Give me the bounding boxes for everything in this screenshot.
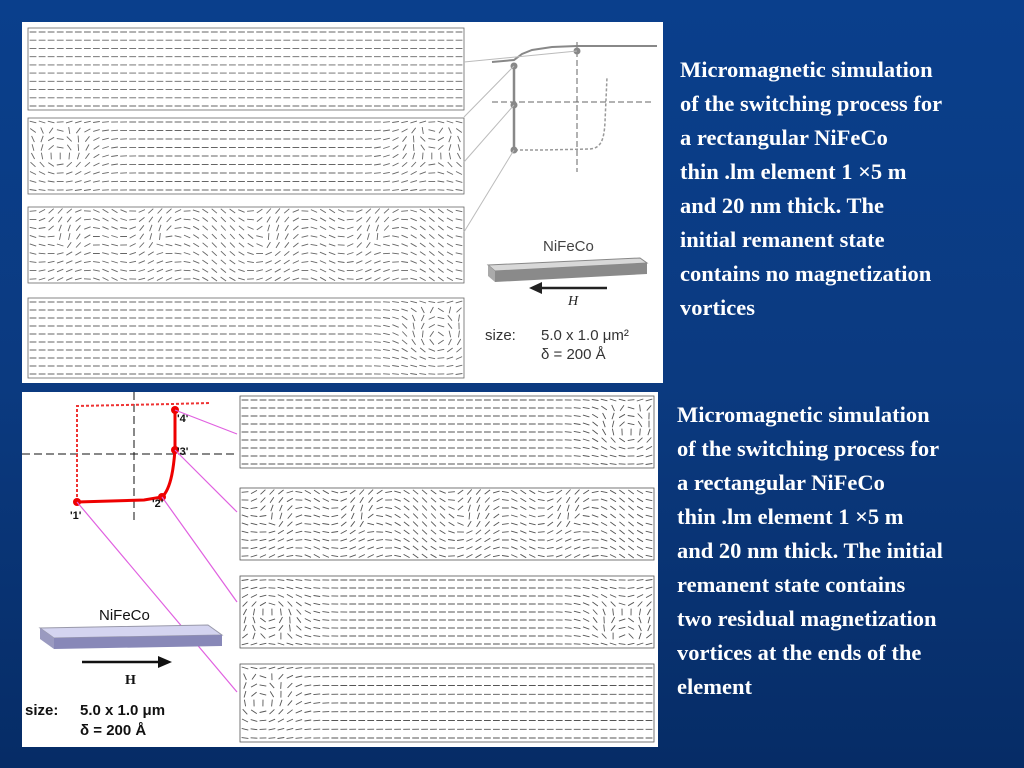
element-outline: [239, 395, 655, 469]
caption-line: two residual magnetization: [677, 606, 937, 631]
point-label-1: '1': [70, 510, 82, 522]
magnetization-vectors: [29, 31, 463, 107]
size-label-top: size:: [485, 327, 516, 344]
element-outline: [27, 206, 465, 284]
element-outline: [27, 117, 465, 195]
caption-line: vortices at the ends of the: [677, 640, 922, 665]
top-figure-canvas: NiFeCo H size: 5.0 x 1.0 μm² δ = 200 Å: [27, 27, 657, 379]
thickness-value-top: δ = 200 Å: [541, 346, 606, 363]
caption-line: of the switching process for: [680, 91, 943, 116]
hysteresis-loop-bottom: [22, 392, 237, 520]
magnetization-vectors: [29, 300, 463, 375]
point-label-2: '2': [152, 498, 164, 510]
caption-line: Micromagnetic simulation: [677, 402, 930, 427]
bottom-figure: '1' '2' '3' '4' NiFeCo H size: 5.0 x 1.0…: [22, 392, 658, 747]
caption-bottom: Micromagnetic simulation of the switchin…: [677, 398, 1022, 704]
bottom-figure-canvas: '1' '2' '3' '4' NiFeCo H size: 5.0 x 1.0…: [22, 392, 655, 743]
caption-line: initial remanent state: [680, 227, 885, 252]
caption-line: thin .lm element 1 ×5 m: [680, 159, 907, 184]
field-arrow-top: [529, 282, 607, 294]
magnetization-vectors: [241, 489, 653, 559]
magnetization-states-bottom: [239, 395, 655, 743]
magnetization-states-top: [27, 27, 465, 379]
caption-line: thin .lm element 1 ×5 m: [677, 504, 904, 529]
caption-line: a rectangular NiFeCo: [677, 470, 885, 495]
thickness-value-bottom: δ = 200 Å: [80, 722, 146, 739]
material-label-bottom: NiFeCo: [99, 607, 150, 624]
element-outline: [239, 575, 655, 649]
nifeco-slab-bottom: [38, 624, 224, 649]
caption-line: a rectangular NiFeCo: [680, 125, 888, 150]
caption-line: remanent state contains: [677, 572, 906, 597]
connector-lines-top: [463, 50, 578, 233]
caption-line: Micromagnetic simulation: [680, 57, 933, 82]
size-value-bottom: 5.0 x 1.0 μm: [80, 702, 165, 719]
caption-line: vortices: [680, 295, 755, 320]
hysteresis-loop-top: [491, 42, 657, 172]
size-value-top: 5.0 x 1.0 μm²: [541, 327, 629, 344]
caption-line: of the switching process for: [677, 436, 940, 461]
field-arrow-bottom: [82, 656, 172, 668]
field-label-bottom: H: [125, 673, 136, 688]
element-outline: [239, 663, 655, 743]
size-label-bottom: size:: [25, 702, 58, 719]
magnetization-vectors: [29, 208, 463, 282]
connector-lines-bottom: [76, 409, 238, 693]
point-label-4: '4': [177, 413, 189, 425]
material-label-top: NiFeCo: [543, 238, 594, 255]
caption-line: element: [677, 674, 752, 699]
magnetization-vectors: [29, 120, 463, 191]
caption-line: and 20 nm thick. The initial: [677, 538, 943, 563]
caption-line: contains no magnetization: [680, 261, 932, 286]
caption-top: Micromagnetic simulation of the switchin…: [680, 53, 1020, 325]
top-figure: NiFeCo H size: 5.0 x 1.0 μm² δ = 200 Å: [22, 22, 663, 383]
element-outline: [27, 297, 465, 379]
element-outline: [239, 487, 655, 561]
point-label-3: '3': [177, 446, 189, 458]
field-label-top: H: [567, 294, 579, 309]
magnetization-vectors: [241, 579, 653, 646]
caption-line: and 20 nm thick. The: [680, 193, 885, 218]
magnetization-vectors: [241, 666, 653, 739]
nifeco-slab-top: [486, 257, 649, 282]
element-outline: [27, 27, 465, 111]
magnetization-vectors: [241, 398, 653, 465]
